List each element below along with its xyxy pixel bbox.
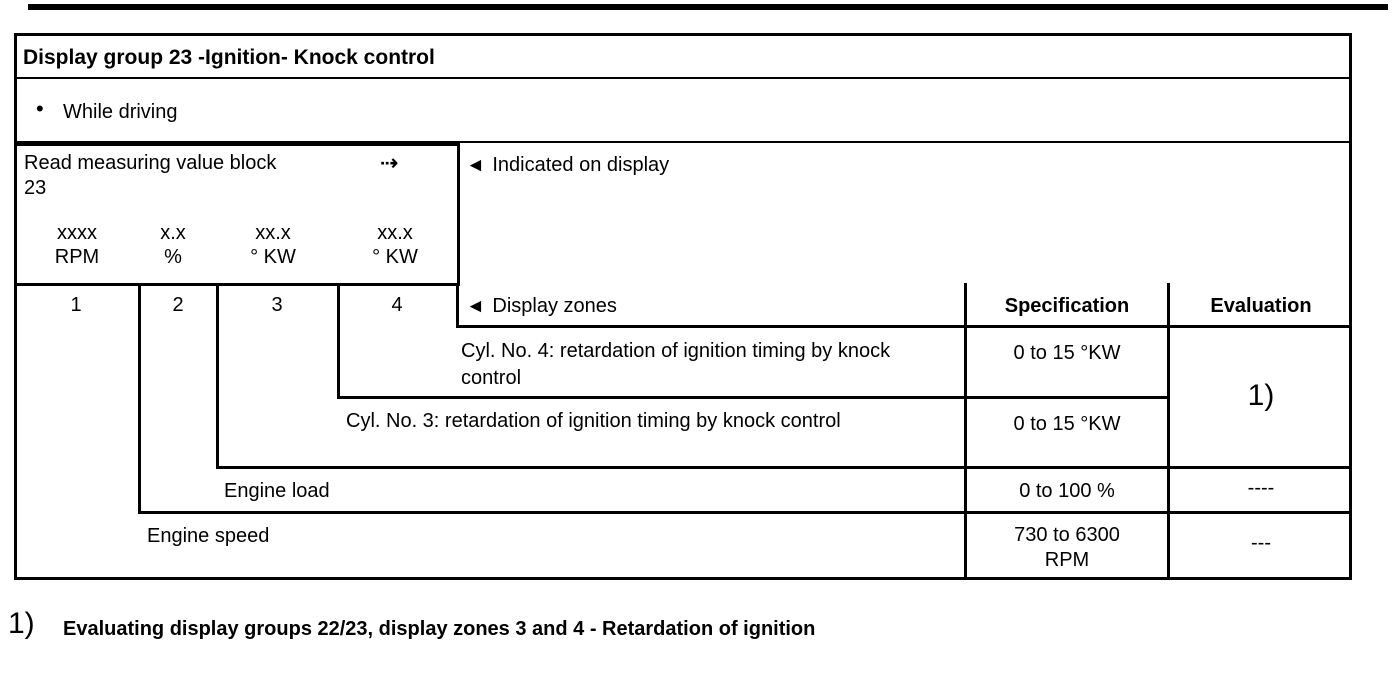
footnote-text: Evaluating display groups 22/23, display… [63,618,816,640]
zone-number-2: 2 [172,294,184,316]
divider-below-conditions [14,141,1352,143]
read-block-line1: Read measuring value block [24,152,277,174]
evaluation-col-line [1167,283,1170,577]
row-spec-cyl3: 0 to 15 °KW [1013,413,1121,435]
page-title: Display group 23 -Ignition- Knock contro… [23,46,435,69]
bullet-icon: • [36,96,44,121]
zone-col-line-box [456,283,459,327]
indicated-on-display: ◄ Indicated on display [466,153,669,178]
table-border [14,33,1352,580]
zone-number-1: 1 [70,294,82,316]
read-block-line2: 23 [24,177,47,199]
display-zones-text: Display zones [492,295,617,317]
zone-number-4: 4 [391,294,403,316]
row-eval-engine-speed: --- [1251,532,1271,554]
row-label-cyl4: Cyl. No. 4: retardation of ignition timi… [461,340,891,389]
row-spec-engine-load: 0 to 100 % [1019,480,1115,502]
divider-below-title [14,77,1352,79]
zone-col-line-2 [138,283,141,514]
display-box-border [14,143,460,286]
footnote-marker: 1) [8,607,35,640]
row-label-engine-load: Engine load [224,480,330,502]
display-zones-label: ◄ Display zones [466,294,617,319]
specification-header: Specification [1004,295,1130,317]
evaluation-header: Evaluation [1210,295,1312,317]
display-col-value: xxxx [57,222,97,244]
zone-number-3: 3 [271,294,283,316]
row-spec-cyl4: 0 to 15 °KW [1013,342,1121,364]
condition-text: While driving [63,101,178,123]
row-spec-engine-speed: 730 to 6300 RPM [1014,524,1120,571]
display-col-kw3: xx.x ° KW [218,221,328,269]
zone-col-line-4 [337,283,340,399]
display-col-value: xx.x [255,222,291,244]
display-col-rpm: xxxx RPM [22,221,132,269]
indicated-text: Indicated on display [492,154,670,176]
display-col-load: x.x % [118,221,228,269]
display-col-unit: ° KW [372,246,418,268]
display-col-kw4: xx.x ° KW [340,221,450,269]
left-pointer-icon: ◄ [466,155,487,176]
display-col-unit: % [164,246,182,268]
page-top-rule [28,4,1388,10]
row-eval-engine-load: ---- [1247,477,1275,499]
divider-below-engine-load [138,511,1352,514]
display-col-unit: ° KW [250,246,296,268]
specification-col-line [964,283,967,577]
row-label-engine-speed: Engine speed [147,525,270,547]
display-col-value: x.x [160,222,186,244]
divider-below-headers [456,325,1352,328]
zone-col-line-3 [216,283,219,469]
divider-below-cyl4 [337,396,1170,399]
divider-below-cyl3 [216,466,1352,469]
row-label-cyl3: Cyl. No. 3: retardation of ignition timi… [346,410,841,432]
display-col-unit: RPM [54,246,100,268]
dashed-right-arrow-icon: ⇢ [380,150,398,175]
evaluation-footnote-ref: 1) [1247,379,1275,412]
display-col-value: xx.x [377,222,413,244]
left-pointer-icon: ◄ [466,296,487,317]
